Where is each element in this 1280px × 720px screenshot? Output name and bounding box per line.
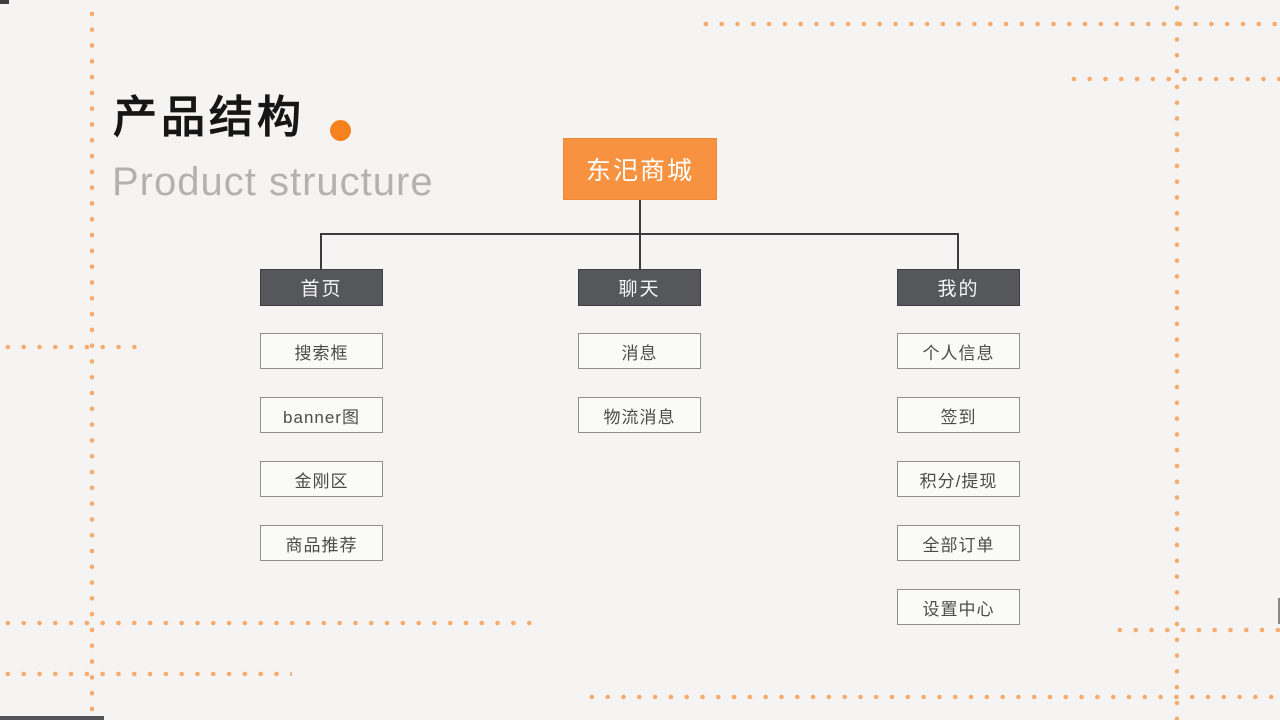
- tree-leaf-check-in: 签到: [897, 397, 1020, 433]
- tree-leaf-logistics-messages: 物流消息: [578, 397, 701, 433]
- screen-edge-artifact-bottom-left: [0, 716, 104, 720]
- screen-edge-artifact-right: [1278, 598, 1280, 624]
- tree-leaf-banner-image: banner图: [260, 397, 383, 433]
- dots-left-mid-horizontal-line: [0, 344, 142, 350]
- tree-leaf-kingkong-area: 金刚区: [260, 461, 383, 497]
- connector-drop-mine: [957, 233, 959, 269]
- tree-leaf-messages: 消息: [578, 333, 701, 369]
- tree-leaf-product-recommend: 商品推荐: [260, 525, 383, 561]
- tree-leaf-search-box: 搜索框: [260, 333, 383, 369]
- tree-branch-chat: 聊天: [578, 269, 701, 306]
- accent-dot-icon: [330, 120, 351, 141]
- tree-leaf-settings-center: 设置中心: [897, 589, 1020, 625]
- tree-leaf-personal-info: 个人信息: [897, 333, 1020, 369]
- tree-leaf-all-orders: 全部订单: [897, 525, 1020, 561]
- dots-top-right-horizontal-line: [1066, 76, 1280, 82]
- dots-bottom-left-horizontal-line-2: [0, 671, 292, 677]
- tree-branch-home: 首页: [260, 269, 383, 306]
- dots-top-horizontal-line: [698, 21, 1280, 27]
- tree-leaf-points-withdraw: 积分/提现: [897, 461, 1020, 497]
- connector-drop-home: [320, 233, 322, 269]
- connector-drop-chat: [639, 233, 641, 269]
- tree-root-node: 东汜商城: [563, 138, 717, 200]
- screen-edge-artifact-top-left: [0, 0, 9, 4]
- connector-root-stem: [639, 200, 641, 235]
- dots-bottom-right-horizontal-line: [584, 694, 1280, 700]
- dots-bottom-left-horizontal-line-1: [0, 620, 532, 626]
- dots-right-vertical-line: [1174, 0, 1180, 720]
- dots-left-vertical-line: [89, 6, 95, 720]
- slide-title-en: Product structure: [112, 160, 434, 204]
- dots-right-mid-horizontal-line: [1112, 627, 1280, 633]
- tree-branch-mine: 我的: [897, 269, 1020, 306]
- slide-title-zh: 产品结构: [113, 93, 305, 142]
